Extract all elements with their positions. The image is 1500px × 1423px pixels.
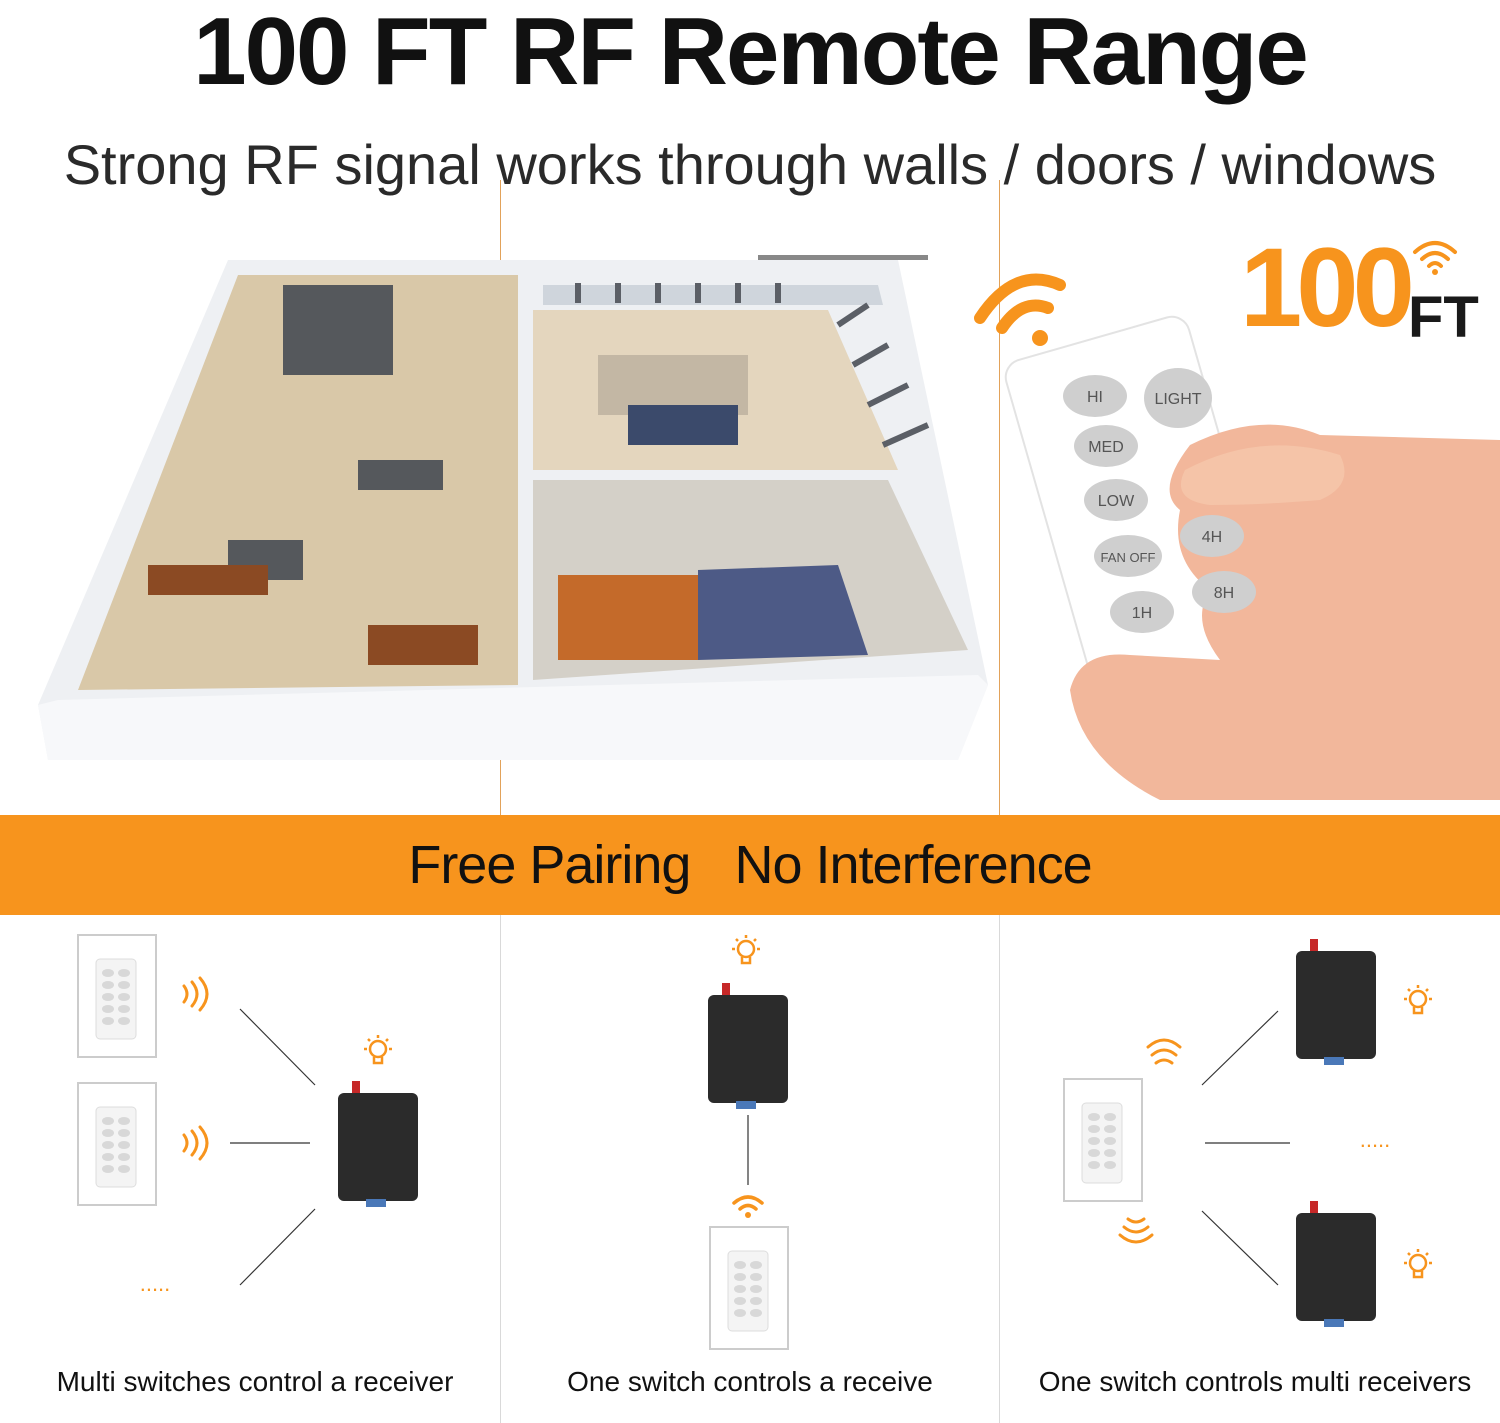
panel-divider bbox=[500, 915, 501, 1423]
remote-button-hi: HI bbox=[1063, 375, 1127, 417]
panel-multi-switches: ..... bbox=[77, 934, 418, 1296]
remote-button-label: FAN OFF bbox=[1101, 550, 1156, 565]
signal-waves-icon bbox=[182, 976, 209, 1012]
caption-one-switch: One switch controls a receive bbox=[567, 1366, 933, 1397]
guide-line bbox=[999, 180, 1000, 820]
remote-button-fan-off: FAN OFF bbox=[1094, 535, 1162, 577]
remote-button-med: MED bbox=[1074, 425, 1138, 467]
caption-multi-switches: Multi switches control a receiver bbox=[56, 1366, 454, 1397]
remote-button-low: LOW bbox=[1084, 479, 1148, 521]
panel-one-switch bbox=[708, 933, 789, 1350]
remote-button-label: 8H bbox=[1214, 585, 1234, 602]
remote-button-1h: 1H bbox=[1110, 591, 1174, 633]
banner-no-interference: No Interference bbox=[734, 835, 1092, 895]
house-floorplan-illustration bbox=[38, 255, 988, 760]
bulb-icon bbox=[730, 933, 762, 965]
wall-switch-icon bbox=[709, 1226, 789, 1350]
remote-button-label: HI bbox=[1087, 389, 1103, 406]
wall-switch-icon bbox=[77, 1082, 157, 1206]
remote-button-4h: 4H bbox=[1180, 515, 1244, 557]
panel-multi-receivers: ..... bbox=[1063, 939, 1434, 1327]
wifi-signal-icon bbox=[974, 273, 1066, 334]
receiver-icon bbox=[1296, 939, 1376, 1065]
banner-free-pairing: Free Pairing bbox=[408, 835, 691, 895]
bulb-icon bbox=[1402, 1247, 1434, 1279]
remote-button-label: 4H bbox=[1202, 529, 1222, 546]
range-badge: 100 FT bbox=[1240, 225, 1479, 352]
panel-divider bbox=[999, 915, 1000, 1423]
wall-switch-icon bbox=[1063, 1078, 1143, 1202]
remote-button-label: 1H bbox=[1132, 605, 1152, 622]
remote-button-label: LIGHT bbox=[1154, 391, 1201, 408]
wifi-signal-icon bbox=[1413, 241, 1457, 275]
ellipsis-more: ..... bbox=[140, 1271, 171, 1296]
page-title: 100 FT RF Remote Range bbox=[193, 0, 1309, 105]
remote-button-8h: 8H bbox=[1192, 571, 1256, 613]
range-number: 100 bbox=[1240, 225, 1415, 350]
receiver-icon bbox=[1296, 1201, 1376, 1327]
remote-button-label: LOW bbox=[1098, 493, 1135, 510]
range-unit: FT bbox=[1408, 285, 1479, 350]
receiver-icon bbox=[338, 1081, 418, 1207]
bulb-icon bbox=[1402, 983, 1434, 1015]
receiver-icon bbox=[708, 983, 788, 1109]
remote-button-label: MED bbox=[1088, 439, 1124, 456]
bulb-icon bbox=[362, 1033, 394, 1065]
signal-waves-icon bbox=[1118, 1217, 1154, 1244]
page-subtitle: Strong RF signal works through walls / d… bbox=[63, 133, 1437, 196]
wifi-signal-icon bbox=[732, 1195, 764, 1218]
signal-waves-icon bbox=[182, 1125, 209, 1161]
handheld-remote-illustration: HI LIGHT MED LOW 4H FAN OFF 8H 1H bbox=[960, 260, 1500, 800]
feature-banner: Free Pairing No Interference bbox=[0, 815, 1500, 915]
remote-button-light: LIGHT bbox=[1144, 368, 1212, 428]
ellipsis-more: ..... bbox=[1360, 1127, 1391, 1152]
caption-multi-receivers: One switch controls multi receivers bbox=[1038, 1366, 1472, 1397]
signal-waves-icon bbox=[1146, 1038, 1182, 1065]
wall-switch-icon bbox=[77, 934, 157, 1058]
